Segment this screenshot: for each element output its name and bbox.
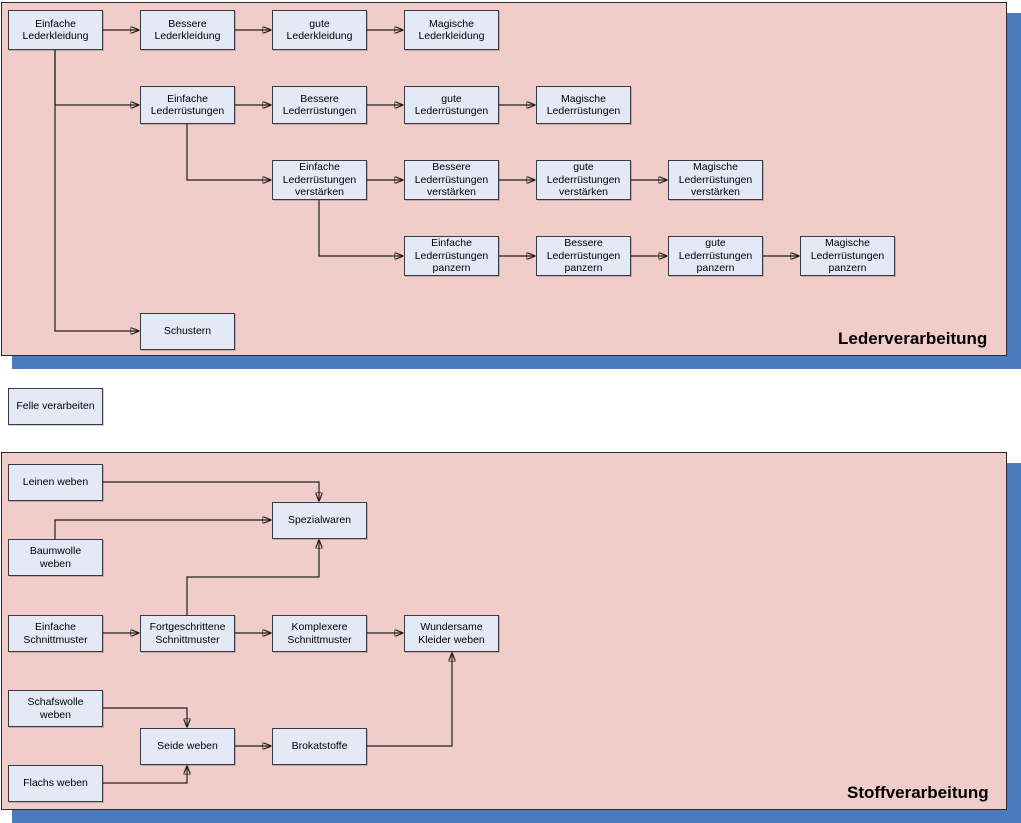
node-spezialwaren[interactable]: Spezialwaren bbox=[272, 502, 367, 539]
node-baumwolle-weben[interactable]: Baumwolle weben bbox=[8, 539, 103, 576]
node-gute-lederruestungen-verstaerken[interactable]: gute Lederrüstungen verstärken bbox=[536, 160, 631, 200]
node-felle-verarbeiten[interactable]: Felle verarbeiten bbox=[8, 388, 103, 425]
node-komplexere-schnittmuster[interactable]: Komplexere Schnittmuster bbox=[272, 615, 367, 652]
node-einfache-schnittmuster[interactable]: Einfache Schnittmuster bbox=[8, 615, 103, 652]
group-panel-lederverarbeitung[interactable] bbox=[1, 2, 1007, 356]
node-magische-lederruestungen-panzern[interactable]: Magische Lederrüstungen panzern bbox=[800, 236, 895, 276]
node-magische-lederkleidung[interactable]: Magische Lederkleidung bbox=[404, 10, 499, 50]
node-bessere-lederruestungen[interactable]: Bessere Lederrüstungen bbox=[272, 86, 367, 124]
node-bessere-lederruestungen-panzern[interactable]: Bessere Lederrüstungen panzern bbox=[536, 236, 631, 276]
node-gute-lederruestungen[interactable]: gute Lederrüstungen bbox=[404, 86, 499, 124]
node-bessere-lederkleidung[interactable]: Bessere Lederkleidung bbox=[140, 10, 235, 50]
group-label-lederverarbeitung: Lederverarbeitung bbox=[838, 329, 988, 348]
node-wundersame-kleider-weben[interactable]: Wundersame Kleider weben bbox=[404, 615, 499, 652]
node-seide-weben[interactable]: Seide weben bbox=[140, 728, 235, 765]
node-magische-lederruestungen[interactable]: Magische Lederrüstungen bbox=[536, 86, 631, 124]
node-leinen-weben[interactable]: Leinen weben bbox=[8, 464, 103, 501]
node-bessere-lederruestungen-verstaerken[interactable]: Bessere Lederrüstungen verstärken bbox=[404, 160, 499, 200]
node-einfache-lederruestungen-verstaerken[interactable]: Einfache Lederrüstungen verstärken bbox=[272, 160, 367, 200]
group-label-stoffverarbeitung: Stoffverarbeitung bbox=[847, 783, 989, 802]
node-schustern[interactable]: Schustern bbox=[140, 313, 235, 350]
node-gute-lederruestungen-panzern[interactable]: gute Lederrüstungen panzern bbox=[668, 236, 763, 276]
node-fortgeschrittene-schnittmuster[interactable]: Fortgeschrittene Schnittmuster bbox=[140, 615, 235, 652]
node-einfache-lederruestungen[interactable]: Einfache Lederrüstungen bbox=[140, 86, 235, 124]
node-magische-lederruestungen-verstaerken[interactable]: Magische Lederrüstungen verstärken bbox=[668, 160, 763, 200]
node-schafswolle-weben[interactable]: Schafswolle weben bbox=[8, 690, 103, 727]
node-flachs-weben[interactable]: Flachs weben bbox=[8, 765, 103, 802]
node-brokatstoffe[interactable]: Brokatstoffe bbox=[272, 728, 367, 765]
node-einfache-lederruestungen-panzern[interactable]: Einfache Lederrüstungen panzern bbox=[404, 236, 499, 276]
node-gute-lederkleidung[interactable]: gute Lederkleidung bbox=[272, 10, 367, 50]
node-einfache-lederkleidung[interactable]: Einfache Lederkleidung bbox=[8, 10, 103, 50]
